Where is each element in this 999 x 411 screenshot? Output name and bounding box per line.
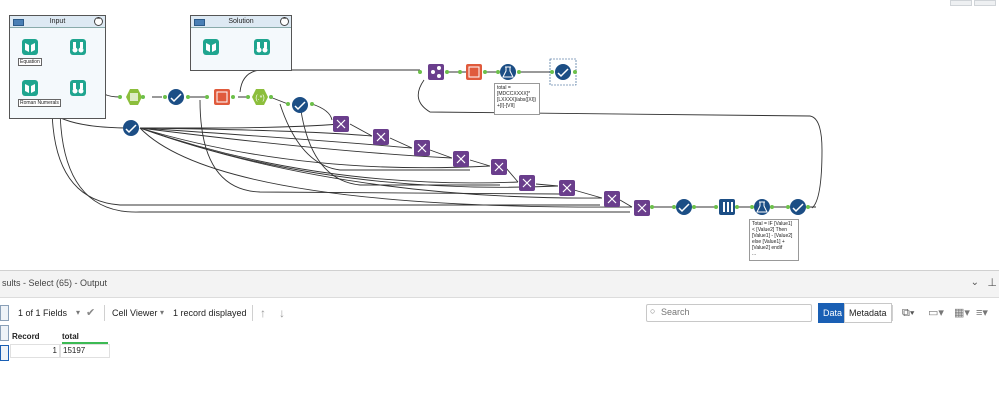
connection-line	[279, 103, 470, 171]
toolbar-divider	[104, 305, 105, 321]
column-header-record[interactable]: Record	[12, 332, 40, 341]
formula-annotation: total = [MDCCXXXX]* [LXXXX]/abs([XI]) +[…	[494, 83, 540, 115]
connection-line	[139, 127, 373, 137]
results-pane: sults - Select (65) - Output ⌄ ⊥ 1 of 1 …	[0, 270, 999, 411]
workflow-canvas[interactable]: Input ⌃ Solution ⌃ (.*)	[0, 0, 999, 270]
search-icon: ○	[650, 306, 656, 316]
connection-line	[51, 104, 600, 206]
copy-icon[interactable]: ⧉▾	[902, 307, 915, 319]
connection-line	[417, 79, 823, 209]
pin-icon[interactable]: ⊥	[987, 277, 997, 289]
expand-icon[interactable]	[0, 345, 9, 361]
arrow-up-icon[interactable]: ↑	[260, 306, 266, 320]
workflow-connections	[38, 46, 823, 213]
equation-label: Equation	[18, 58, 42, 66]
canvas-tool-button-b[interactable]	[974, 0, 996, 6]
connection-line	[139, 127, 519, 184]
menu-icon[interactable]: ≡▾	[976, 307, 988, 319]
results-title-bar: sults - Select (65) - Output ⌄ ⊥	[0, 271, 999, 298]
records-displayed: 1 record displayed	[173, 308, 247, 318]
collapse-icon[interactable]: ⌃	[94, 17, 103, 26]
chevron-down-icon[interactable]: ⌄	[970, 277, 979, 288]
connection-line	[140, 123, 341, 129]
container-icon	[194, 19, 205, 26]
checkmark-icon[interactable]: ✔	[86, 307, 96, 319]
connection-line	[239, 69, 420, 93]
results-toolbar: 1 of 1 Fields ▾ ✔ Cell Viewer ▾ 1 record…	[10, 298, 999, 328]
data-view-icon[interactable]	[0, 325, 9, 341]
connection-line	[139, 127, 559, 188]
canvas-tool-button-a[interactable]	[950, 0, 972, 6]
connection-line	[139, 127, 491, 169]
connection-line	[199, 99, 561, 195]
container-icon	[13, 19, 24, 26]
metadata-toggle-button[interactable]: Metadata	[844, 303, 892, 323]
container-header: Solution ⌃	[191, 16, 291, 28]
fields-dropdown[interactable]: 1 of 1 Fields	[18, 308, 68, 318]
search-box[interactable]: ○	[646, 304, 812, 322]
connection-line	[349, 123, 633, 208]
roman-numerals-label: Roman Numerals	[18, 99, 61, 107]
dropdown-arrow-icon[interactable]: ▾	[160, 308, 165, 317]
solution-container[interactable]: Solution ⌃	[190, 15, 292, 71]
collapse-icon[interactable]: ⌃	[280, 17, 289, 26]
toolbar-divider	[892, 305, 893, 321]
filter-icon[interactable]: ▦▾	[954, 307, 970, 319]
connection-line	[139, 127, 413, 149]
arrow-down-icon[interactable]: ↓	[279, 306, 285, 320]
data-toggle-button[interactable]: Data	[818, 303, 848, 323]
results-title: sults - Select (65) - Output	[2, 278, 108, 288]
save-icon[interactable]: ▭▾	[928, 307, 944, 319]
formula-annotation: Total = IF [Value1] < [Value2] Then [Val…	[749, 219, 799, 261]
connection-line	[139, 127, 633, 208]
connection-line	[269, 96, 333, 121]
toolbar-divider	[252, 305, 253, 321]
table-view-icon[interactable]	[0, 305, 9, 321]
record-cell: 1	[10, 344, 60, 358]
search-input[interactable]	[661, 306, 807, 318]
connection-line	[59, 104, 630, 213]
container-title: Input	[49, 18, 66, 25]
connection-line	[139, 127, 603, 199]
column-header-total[interactable]: total	[62, 331, 108, 344]
container-title: Solution	[228, 18, 254, 25]
side-toolbar	[0, 299, 9, 379]
container-header: Input ⌃	[10, 16, 105, 28]
connection-line	[139, 127, 453, 159]
cell-viewer-dropdown[interactable]: Cell Viewer	[112, 308, 158, 318]
dropdown-arrow-icon[interactable]: ▾	[76, 308, 81, 317]
connection-line	[299, 103, 500, 186]
total-cell[interactable]: 15197	[60, 344, 110, 358]
